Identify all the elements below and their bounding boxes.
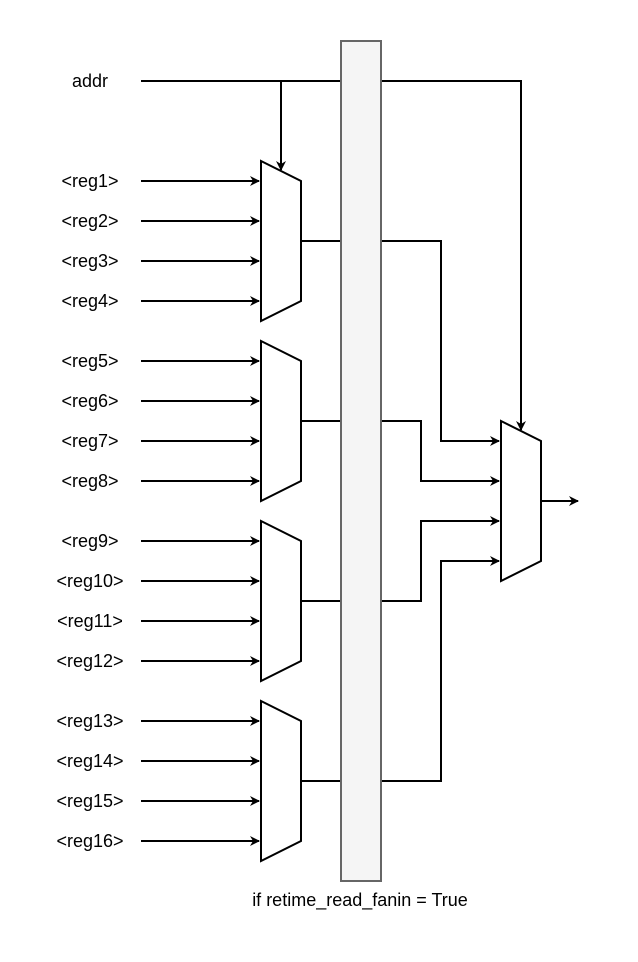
- input-label: <reg5>: [61, 351, 118, 371]
- mux-shape: [260, 699, 302, 863]
- mux-shape: [260, 519, 302, 683]
- input-label: <reg7>: [61, 431, 118, 451]
- mux-4: <reg13> <reg14> <reg15> <reg16>: [56, 699, 302, 863]
- input-label: <reg6>: [61, 391, 118, 411]
- retime-register-bar: [340, 40, 382, 882]
- input-label: <reg15>: [56, 791, 123, 811]
- input-label: <reg1>: [61, 171, 118, 191]
- input-label: <reg10>: [56, 571, 123, 591]
- mux-shape: [260, 339, 302, 503]
- output-mux: [500, 419, 542, 583]
- input-label: <reg16>: [56, 831, 123, 851]
- mux-3: <reg9> <reg10> <reg11> <reg12>: [56, 519, 302, 683]
- first-stage-muxes: <reg1><reg2><reg3><reg4><reg5><reg6><reg…: [56, 159, 302, 863]
- addr-label: addr: [72, 71, 108, 91]
- mux-2: <reg5> <reg6> <reg7> <reg8>: [61, 339, 302, 503]
- input-label: <reg13>: [56, 711, 123, 731]
- input-label: <reg8>: [61, 471, 118, 491]
- wire-mux2-out: [301, 420, 500, 486]
- addr-line-main: [141, 80, 526, 431]
- input-label: <reg4>: [61, 291, 118, 311]
- input-label: <reg12>: [56, 651, 123, 671]
- input-label: <reg14>: [56, 751, 123, 771]
- wire-mux4-out: [301, 556, 500, 782]
- mux-shape: [260, 159, 302, 323]
- input-label: <reg3>: [61, 251, 118, 271]
- input-label: <reg9>: [61, 531, 118, 551]
- input-label: <reg11>: [57, 611, 123, 631]
- retime-caption: if retime_read_fanin = True: [252, 890, 468, 911]
- wire-mux1-out: [301, 240, 500, 446]
- input-label: <reg2>: [61, 211, 118, 231]
- mux-1: <reg1> <reg2> <reg3> <reg4>: [61, 159, 302, 323]
